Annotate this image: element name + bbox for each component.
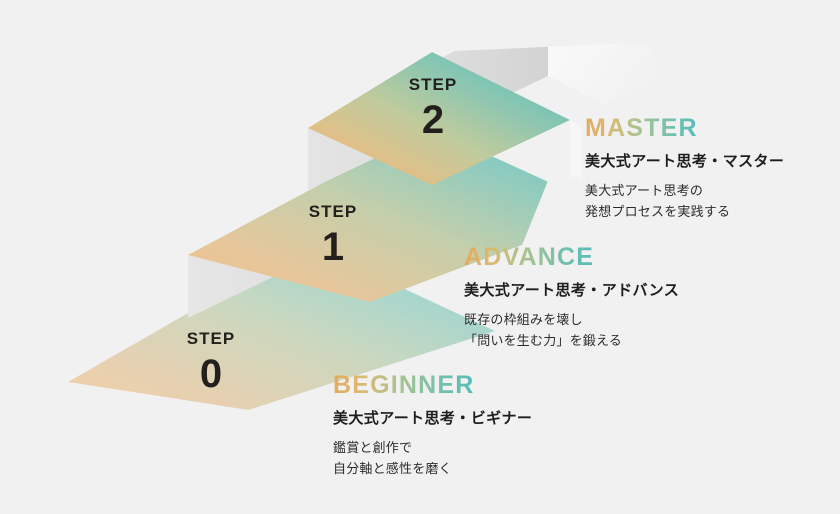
blurb-master: 美大式アート思考の 発想プロセスを実践する	[585, 180, 784, 222]
background-mask-lower-left	[0, 382, 484, 514]
step-0-numeral: 0	[199, 352, 223, 396]
background-mask-right-column	[500, 0, 840, 514]
step-1-tread	[188, 127, 612, 302]
headline-advance: 美大式アート思考・アドバンス	[464, 282, 680, 299]
background-mask-upper-left	[0, 0, 840, 430]
step-0-label: STEP 0	[161, 330, 261, 394]
caption-master: MASTER 美大式アート思考・マスター 美大式アート思考の 発想プロセスを実践…	[585, 116, 784, 222]
blurb-advance-line-2: 「問いを生む力」を鍛える	[464, 333, 623, 349]
step-0-kicker: STEP	[186, 329, 236, 348]
step-1-kicker: STEP	[308, 202, 358, 221]
tier-label-master: MASTER	[585, 114, 698, 142]
blurb-advance-line-1: 既存の枠組みを壊し	[464, 312, 583, 328]
tier-label-advance: ADVANCE	[464, 243, 595, 271]
headline-beginner: 美大式アート思考・ビギナー	[333, 410, 533, 427]
blurb-beginner: 鑑賞と創作で 自分軸と感性を磨く	[333, 437, 532, 479]
tier-label-beginner: BEGINNER	[333, 371, 475, 399]
caption-advance: ADVANCE 美大式アート思考・アドバンス 既存の枠組みを壊し 「問いを生む力…	[464, 245, 679, 351]
blurb-beginner-line-2: 自分軸と感性を磨く	[333, 461, 452, 477]
step-2-tread	[308, 52, 570, 185]
step-1-label: STEP 1	[283, 203, 383, 267]
step-2-label: STEP 2	[383, 76, 483, 140]
caption-beginner: BEGINNER 美大式アート思考・ビギナー 鑑賞と創作で 自分軸と感性を磨く	[333, 373, 532, 479]
blurb-advance: 既存の枠組みを壊し 「問いを生む力」を鍛える	[464, 309, 679, 351]
blurb-master-line-2: 発想プロセスを実践する	[585, 204, 731, 220]
headline-master: 美大式アート思考・マスター	[585, 153, 785, 170]
blurb-beginner-line-1: 鑑賞と創作で	[333, 440, 413, 456]
step-2-right-sliver	[570, 120, 582, 180]
step-2-kicker: STEP	[408, 75, 458, 94]
step-2-numeral: 2	[421, 98, 445, 142]
step-1-numeral: 1	[321, 225, 345, 269]
blurb-master-line-1: 美大式アート思考の	[585, 183, 704, 199]
